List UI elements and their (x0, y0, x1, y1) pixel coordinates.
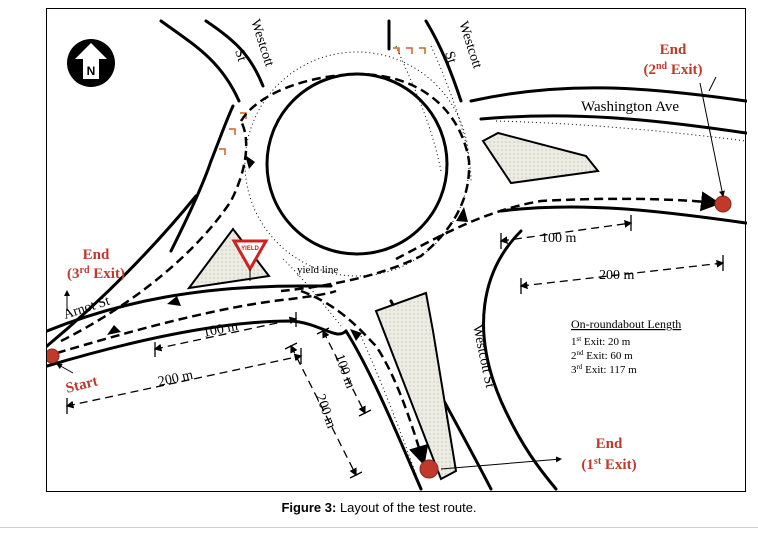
dotted-lane-lines (282, 45, 747, 490)
distance-100-south: 100 m (331, 352, 357, 390)
info-line2: 2nd Exit: 60 m (571, 349, 633, 362)
info-line1-text: Exit: 20 m (584, 336, 631, 348)
street-label-westcott-n-suffix: St (441, 50, 459, 66)
caption-label: Figure 3: (281, 500, 337, 515)
bottom-rule (0, 527, 758, 528)
end-marker-exit2 (714, 195, 732, 213)
roundabout-diagram: YIELD N Westcott St Westcott St Washingt… (47, 18, 747, 491)
yield-sign-text: YIELD (241, 246, 259, 252)
road-edges (47, 19, 747, 491)
info-line1: 1st Exit: 20 m (571, 335, 631, 348)
street-label-westcott-nw-suffix: St (231, 48, 249, 64)
figure-caption: Figure 3: Layout of the test route. (0, 500, 758, 515)
north-arrow-letter: N (87, 64, 96, 78)
exit1-label: (1st Exit) (581, 456, 636, 473)
street-label-washington: Washington Ave (581, 99, 679, 115)
outer-circle-dotted (244, 51, 470, 277)
splitter-island-south (374, 291, 458, 481)
splitter-island-east (481, 131, 600, 185)
end-label-exit1: End (596, 436, 623, 452)
distance-100-west: 100 m (202, 319, 240, 341)
start-marker (47, 348, 60, 364)
exit2-label: (2nd Exit) (643, 61, 702, 78)
diagram-frame: YIELD N Westcott St Westcott St Washingt… (46, 8, 747, 492)
distance-200-east: 200 m (599, 268, 635, 283)
info-line3-text: Exit: 117 m (585, 364, 637, 376)
street-label-arnot: Arnot St (62, 294, 112, 323)
caption-text: Layout of the test route. (336, 500, 477, 515)
dimension-lines (65, 215, 725, 479)
end-label-exit2: End (660, 42, 687, 58)
distance-200-south: 200 m (312, 392, 338, 430)
test-route (56, 72, 721, 466)
label-pointers (56, 76, 725, 470)
lane-markers (219, 47, 426, 155)
exit3-label: (3rd Exit) (67, 265, 125, 282)
end-label-exit3: End (83, 247, 110, 263)
info-line3: 3rd Exit: 117 m (571, 363, 637, 376)
yield-line-label: yield line (297, 264, 338, 276)
north-arrow: N (67, 39, 115, 87)
end-marker-exit1 (419, 459, 439, 479)
yield-sign: YIELD (231, 239, 269, 281)
street-label-westcott-n: Westcott (455, 20, 484, 71)
info-line2-text: Exit: 60 m (586, 350, 633, 362)
info-title: On-roundabout Length (571, 317, 681, 331)
start-label: Start (64, 373, 99, 396)
distance-100-east: 100 m (541, 231, 577, 246)
street-label-westcott-s: Westcott St (469, 324, 497, 390)
distance-200-west: 200 m (157, 368, 195, 390)
